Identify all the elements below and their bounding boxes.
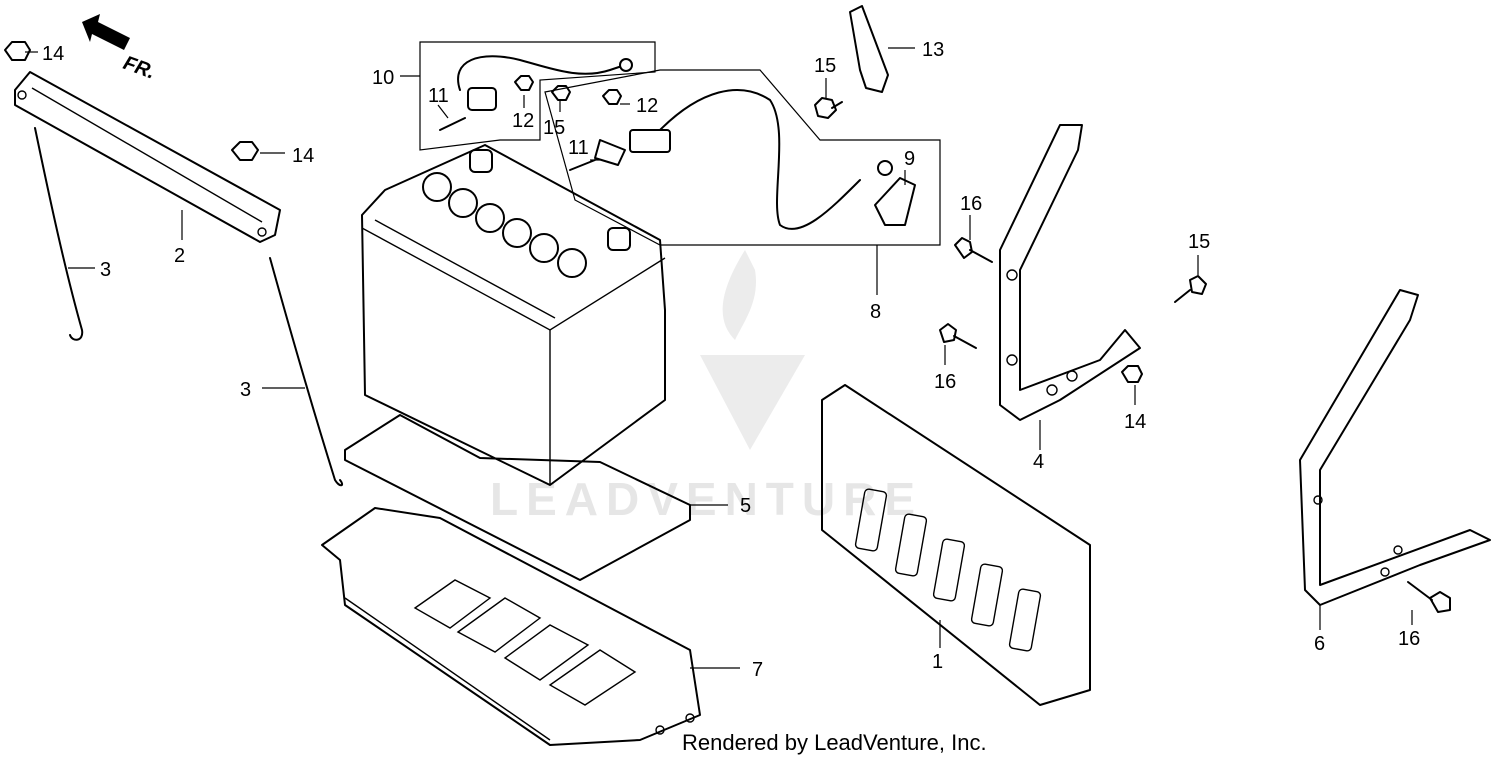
callout-11-top[interactable]: 11	[428, 85, 449, 107]
callout-15-left[interactable]: 15	[543, 117, 565, 139]
part-7-battery-tray	[321, 507, 701, 746]
callout-15-right[interactable]: 15	[1188, 231, 1210, 253]
part-15-bolt-icon	[814, 97, 843, 119]
callout-6[interactable]: 6	[1314, 633, 1325, 655]
callout-13[interactable]: 13	[922, 39, 944, 61]
part-1-battery-plate	[821, 384, 1091, 706]
callout-3-left[interactable]: 3	[100, 259, 111, 281]
leader-lines	[25, 47, 1413, 669]
callout-16-top[interactable]: 16	[960, 193, 982, 215]
callout-11-bottom[interactable]: 11	[568, 137, 589, 159]
callout-8[interactable]: 8	[870, 301, 881, 323]
callout-14-holder[interactable]: 14	[292, 145, 314, 167]
part-15-bolt-right-icon	[1174, 275, 1207, 303]
callout-15-top[interactable]: 15	[814, 55, 836, 77]
part-13-bracket	[849, 5, 889, 93]
callout-7[interactable]: 7	[752, 659, 763, 681]
front-direction-arrow-icon: FR.	[82, 14, 158, 84]
callout-4[interactable]: 4	[1033, 451, 1044, 473]
watermark-text: LEADVENTURE	[490, 473, 923, 525]
part-2-battery-holder	[14, 71, 281, 243]
callout-9[interactable]: 9	[904, 148, 915, 170]
callout-14-right[interactable]: 14	[1124, 411, 1146, 433]
callout-1[interactable]: 1	[932, 651, 943, 673]
footer-credit: Rendered by LeadVenture, Inc.	[682, 730, 987, 755]
battery	[361, 144, 666, 486]
part-4-battery-stay	[999, 124, 1141, 421]
callout-5[interactable]: 5	[740, 495, 751, 517]
callouts: 14 14 3 2 3 10 11 12 15 12 11 9 8 15 13 …	[42, 39, 1420, 681]
callout-10[interactable]: 10	[372, 67, 394, 89]
callout-12-left[interactable]: 12	[512, 110, 534, 132]
part-14-nut-icon	[4, 41, 1143, 383]
part-16-bolt-icon	[939, 237, 1451, 613]
callout-14-top-left[interactable]: 14	[42, 43, 64, 65]
callout-2[interactable]: 2	[174, 245, 185, 267]
part-3-battery-rods	[34, 127, 344, 487]
callout-12-right[interactable]: 12	[636, 95, 658, 117]
callout-16-middle[interactable]: 16	[934, 371, 956, 393]
part-9-terminal-cover	[874, 177, 916, 226]
callout-16-bottom[interactable]: 16	[1398, 628, 1420, 650]
callout-3-right[interactable]: 3	[240, 379, 251, 401]
part-8-positive-cable	[544, 69, 941, 246]
part-10-negative-cable	[419, 41, 656, 151]
watermark-logo: LEADVENTURE	[490, 250, 923, 525]
part-6-battery-stay	[1299, 289, 1491, 606]
direction-label: FR.	[120, 52, 158, 84]
